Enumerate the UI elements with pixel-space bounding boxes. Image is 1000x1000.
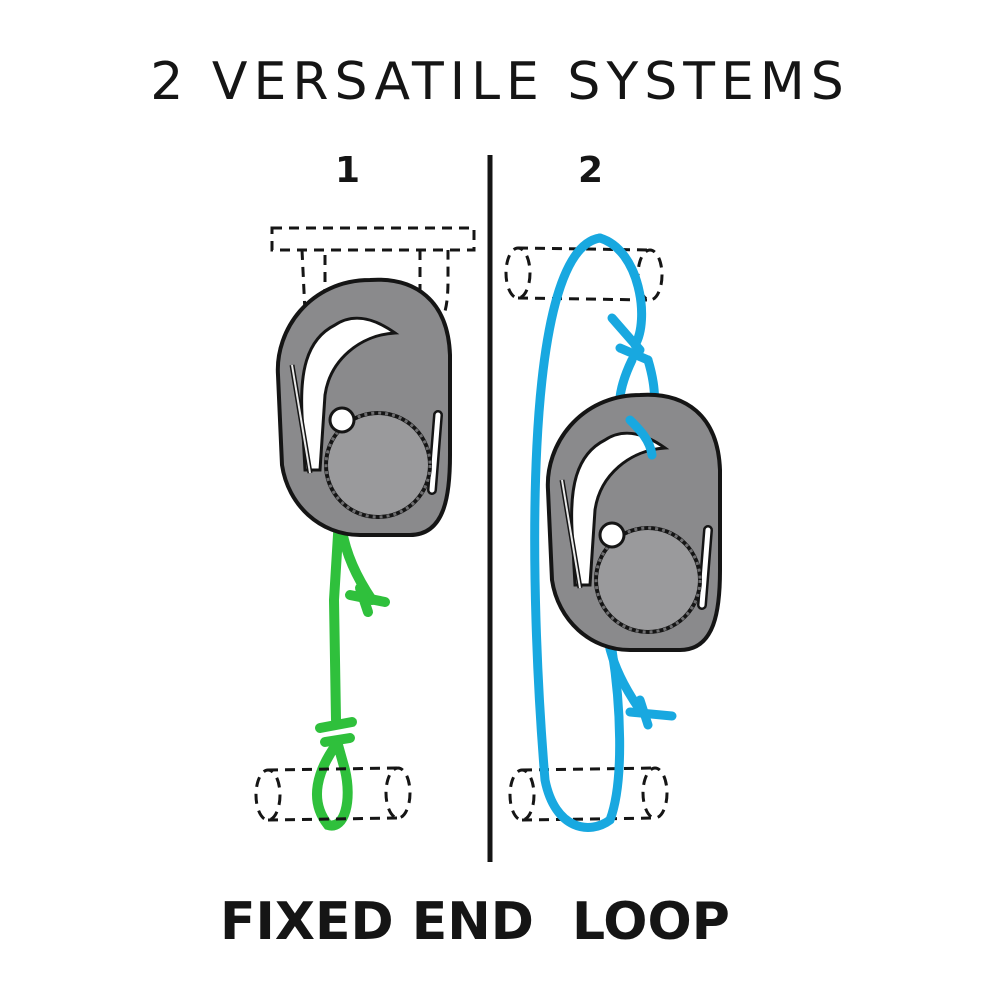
system-2-label: LOOP bbox=[572, 892, 730, 952]
pole-icon bbox=[508, 766, 669, 822]
system-1-number: 1 bbox=[335, 150, 361, 191]
system-1-illustration bbox=[254, 226, 476, 831]
carabiner-clip-icon bbox=[278, 280, 450, 535]
blue-cord-overlap bbox=[625, 415, 657, 460]
system-2-number: 2 bbox=[578, 150, 604, 191]
page-title: 2 VERSATILE SYSTEMS bbox=[150, 52, 850, 112]
carabiner-clip-icon bbox=[548, 395, 720, 650]
pole-icon bbox=[254, 766, 412, 822]
system-1-label: FIXED END bbox=[220, 892, 534, 952]
system-2-illustration bbox=[504, 233, 720, 832]
